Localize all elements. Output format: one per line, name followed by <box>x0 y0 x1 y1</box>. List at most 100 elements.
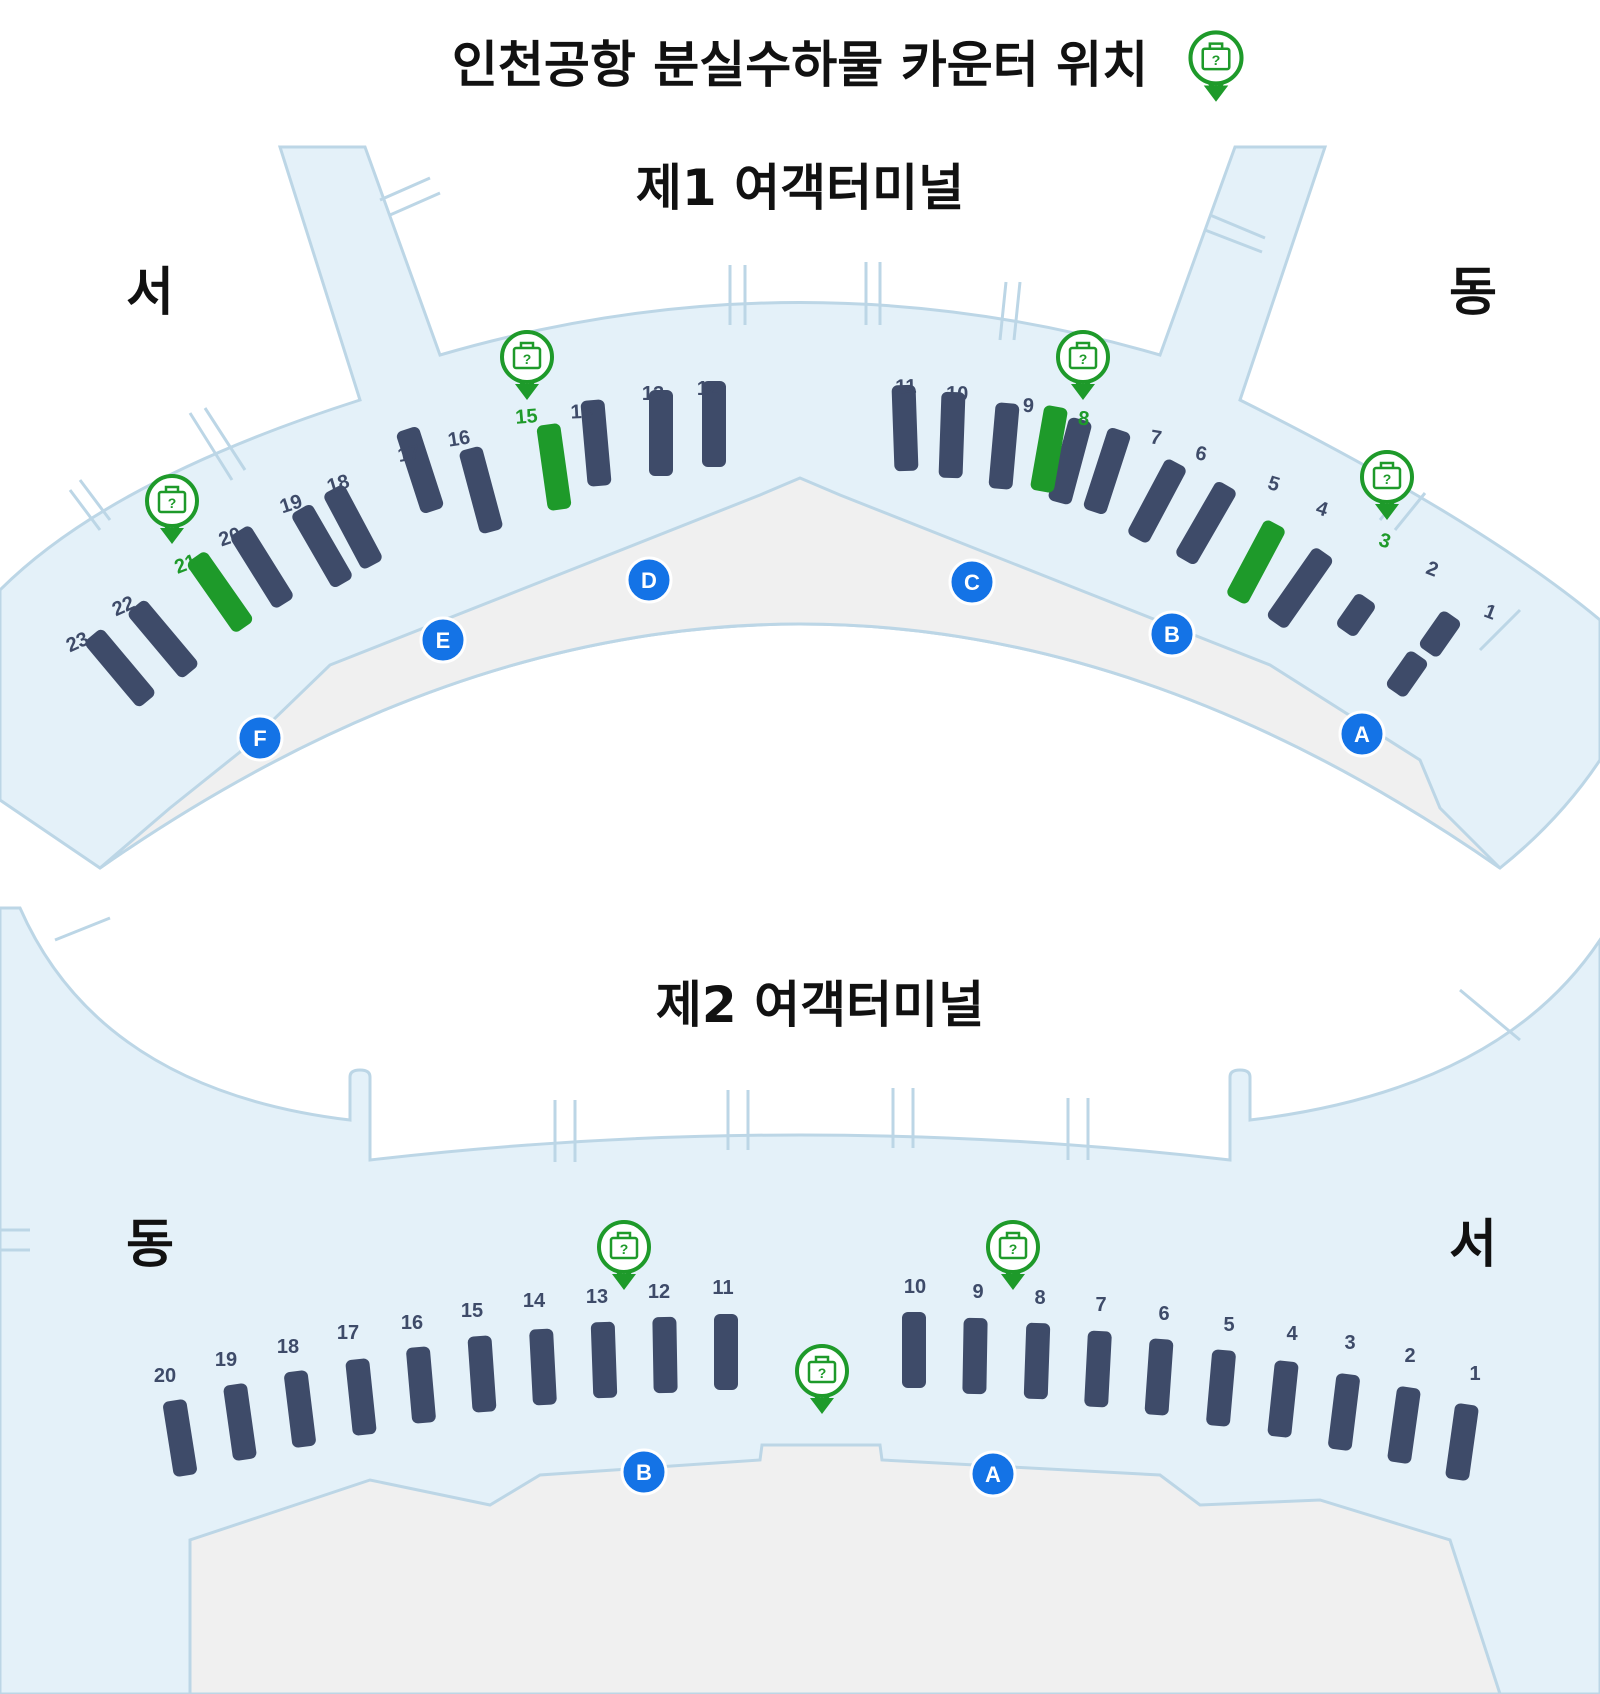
t1-counter-15 <box>536 423 572 511</box>
t1-counter-label-7: 7 <box>1149 426 1163 449</box>
t2-counter-label-15: 15 <box>461 1300 483 1322</box>
t1-counter-2 <box>1267 548 1333 628</box>
t1-counter-20 <box>231 526 293 608</box>
t1-gate-C-badge <box>948 558 996 606</box>
t1-counter-label-12: 12 <box>697 378 719 400</box>
t1-east-label: 동 <box>1449 263 1497 323</box>
terminal2-map: 제2 여객터미널 동 서 123456789101112131415161718… <box>0 906 1600 1694</box>
t1-west-label: 서 <box>126 263 174 323</box>
t2-counter-1 <box>1445 1403 1479 1481</box>
t1-counter-label-6: 6 <box>1194 442 1209 466</box>
t1-landside-area <box>99 476 1502 870</box>
t2-counter-label-20: 20 <box>154 1365 176 1387</box>
t2-east-label: 동 <box>126 1215 174 1275</box>
t2-west-label: 서 <box>1449 1215 1497 1275</box>
t2-landside-area <box>188 1443 1502 1694</box>
t1-counter-4 <box>1176 481 1236 565</box>
t2-counter-label-9: 9 <box>972 1281 983 1303</box>
t1-gate-A-label: A <box>1354 722 1370 747</box>
t1-gate-C-label: C <box>964 570 980 595</box>
t2-counter-11 <box>714 1314 738 1390</box>
t2-counter-label-19: 19 <box>215 1349 237 1371</box>
t1-counter-label-16: 16 <box>446 426 471 451</box>
t1-counter-17 <box>396 426 444 514</box>
t2-counter-8 <box>1023 1322 1051 1400</box>
t1-counter-5 <box>1128 459 1186 543</box>
t1-gate-E-badge <box>419 616 467 664</box>
t1-gate-E-label: E <box>436 628 451 653</box>
t1-terminal-name: 제1 여객터미널 <box>636 159 964 217</box>
t2-gate-group: AB <box>620 1448 1017 1498</box>
t2-counter-17 <box>345 1358 377 1436</box>
t2-counter-label-1: 1 <box>1469 1363 1480 1385</box>
t1-counter-label-11: 11 <box>895 376 917 398</box>
t1-counter-21 <box>187 552 253 632</box>
t1-counter-1 <box>1337 594 1375 636</box>
t1-counter-label-8: 8 <box>1077 408 1090 431</box>
t1-counter-1b <box>1386 651 1428 697</box>
t2-counter-15 <box>467 1335 497 1413</box>
t1-counter-14 <box>580 399 612 487</box>
t2-counter-label-14: 14 <box>523 1290 546 1312</box>
t2-counter-6 <box>1144 1338 1174 1416</box>
t1-counter-3 <box>1227 520 1285 604</box>
t1-counter-label-10: 10 <box>946 383 969 405</box>
t2-counter-label-12: 12 <box>648 1281 670 1303</box>
t2-counter-label-4: 4 <box>1286 1323 1298 1345</box>
t1-counter-22 <box>128 600 198 678</box>
t1-gate-B-label: B <box>1164 622 1180 647</box>
t1-gate-B-badge <box>1148 610 1196 658</box>
t1-gate-group: A B C D E F <box>236 556 1386 762</box>
t1-counter-6 <box>1083 427 1131 515</box>
t2-counter-19 <box>223 1383 257 1461</box>
t2-counter-label-11: 11 <box>712 1277 733 1299</box>
t1-counter-23 <box>85 629 155 707</box>
t1-gate-F-label: F <box>253 726 266 751</box>
t2-counter-10 <box>902 1312 926 1388</box>
t1-counter-10 <box>938 391 966 479</box>
terminal1-map: 서 동 제1 여객터미널 123456789101112131415161718… <box>0 145 1600 870</box>
t1-counter-label-9: 9 <box>1022 395 1034 418</box>
t1-counter-label-14: 14 <box>570 400 594 423</box>
t1-counter-13 <box>649 390 673 476</box>
t2-counter-label-8: 8 <box>1034 1287 1045 1309</box>
t1-gate-F-badge <box>236 714 284 762</box>
t1-gate-D-label: D <box>641 568 657 593</box>
t2-counter-4 <box>1267 1360 1299 1438</box>
t2-counter-14 <box>529 1328 557 1406</box>
t1-counter-12 <box>702 381 726 467</box>
t1-pier-outlines <box>68 176 1522 652</box>
t2-terminal-name: 제2 여객터미널 <box>656 976 984 1034</box>
t2-counter-13 <box>590 1321 618 1399</box>
t1-counter-19 <box>292 504 352 588</box>
t1-counter-label-13: 13 <box>642 383 664 405</box>
t2-counter-label-13: 13 <box>586 1286 608 1308</box>
t2-gate-B-label: B <box>636 1460 652 1485</box>
t2-counter-7 <box>1084 1330 1112 1408</box>
t2-counter-2 <box>1387 1386 1421 1464</box>
t2-counter-3 <box>1328 1373 1360 1451</box>
t1-counter-18 <box>324 485 382 569</box>
page-title: 인천공항 분실수하물 카운터 위치 <box>452 36 1148 94</box>
t1-counter-8 <box>1030 405 1068 493</box>
t1-counter-1c <box>1419 611 1461 657</box>
t2-gate-A-label: A <box>985 1462 1001 1487</box>
t2-counter-label-18: 18 <box>277 1336 299 1358</box>
t2-counter-label-6: 6 <box>1158 1303 1169 1325</box>
t2-counter-18 <box>284 1370 316 1448</box>
t2-gate-B-badge <box>620 1448 668 1496</box>
t1-counter-7 <box>1048 417 1092 505</box>
t2-counter-label-10: 10 <box>904 1276 926 1298</box>
t1-counter-11 <box>891 384 919 472</box>
t1-gate-D-badge <box>625 556 673 604</box>
title-lost-baggage-icon <box>1191 32 1242 101</box>
t2-counter-label-5: 5 <box>1223 1314 1234 1336</box>
t2-counter-label-2: 2 <box>1404 1345 1415 1367</box>
t2-counter-label-7: 7 <box>1095 1294 1106 1316</box>
t2-counter-16 <box>406 1346 436 1424</box>
t1-counter-label-17: 17 <box>396 441 422 467</box>
t2-counter-label-3: 3 <box>1344 1332 1355 1354</box>
